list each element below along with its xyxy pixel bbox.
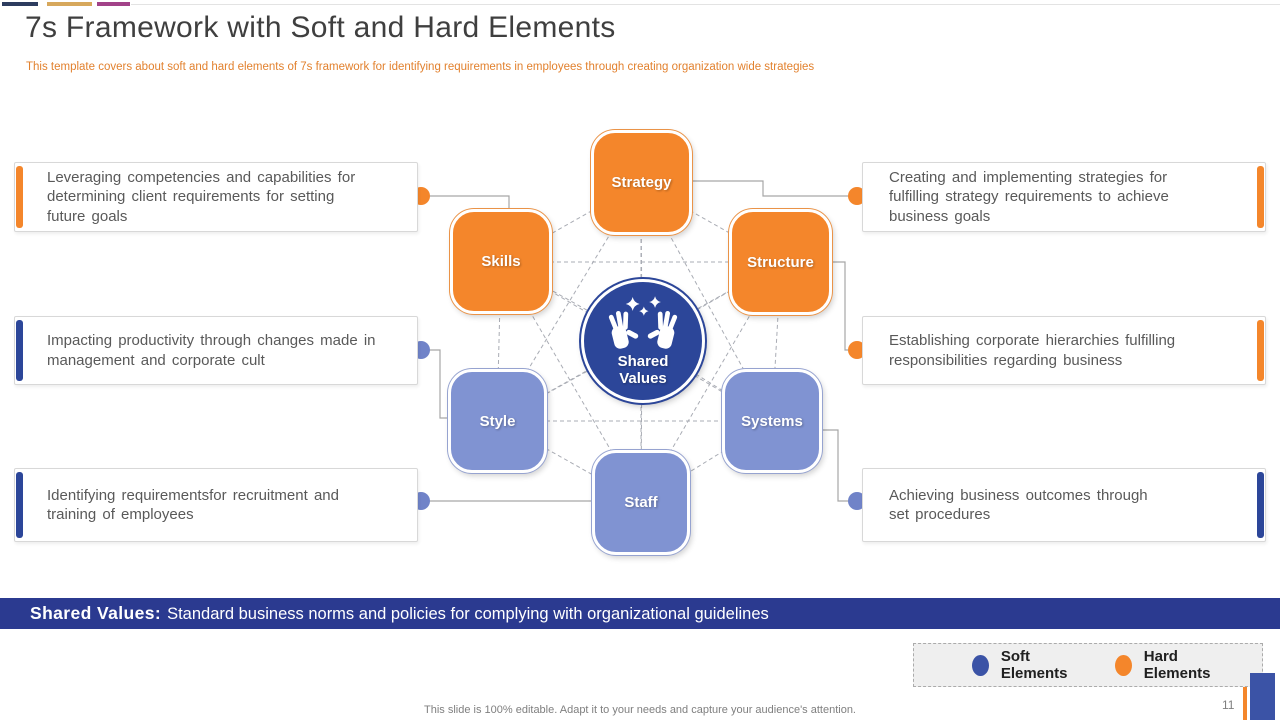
node-label: Skills <box>481 253 521 270</box>
callout-accent-bar <box>1257 472 1264 538</box>
callout-right-3: Achieving business outcomes through set … <box>862 468 1266 542</box>
accent-bar-magenta <box>97 2 130 6</box>
node-label: Systems <box>741 412 803 430</box>
corner-bar-orange <box>1243 687 1247 720</box>
page-number: 11 <box>1222 698 1235 712</box>
node-systems: Systems <box>722 369 822 473</box>
accent-bar-tan <box>47 2 92 6</box>
callout-text: Establishing corporate hierarchies fulfi… <box>889 332 1176 369</box>
legend-item-hard: Hard Elements <box>1114 648 1228 682</box>
slide-subtitle: This template covers about soft and hard… <box>26 61 815 73</box>
node-staff: Staff <box>592 450 690 555</box>
node-label: Staff <box>624 494 658 511</box>
callout-accent-bar <box>1257 166 1264 228</box>
callout-text: Identifying requirementsfor recruitment … <box>47 486 339 524</box>
callout-text: Leveraging competencies and capabilities… <box>47 168 356 225</box>
callout-accent-bar <box>16 320 23 381</box>
banner-label: Shared Values: <box>30 603 162 623</box>
node-label: Style <box>479 412 516 430</box>
legend-label: Hard Elements <box>1143 648 1211 682</box>
node-shared-values: Shared Values <box>581 279 705 403</box>
accent-bar-navy <box>2 2 38 6</box>
center-label-line2: Values <box>619 370 667 387</box>
header-rule <box>131 4 1280 5</box>
callout-left-1: Leveraging competencies and capabilities… <box>14 162 418 232</box>
soft-elements-dot-icon <box>972 654 989 676</box>
callout-text: Achieving business outcomes through set … <box>889 486 1148 524</box>
callout-right-1: Creating and implementing strategies for… <box>862 162 1266 232</box>
legend-item-soft: Soft Elements <box>972 648 1081 682</box>
node-strategy: Strategy <box>591 130 692 235</box>
node-skills: Skills <box>450 209 552 314</box>
callout-accent-bar <box>16 166 23 228</box>
hard-elements-dot-icon <box>1114 654 1132 676</box>
node-label: Structure <box>747 253 814 271</box>
node-structure: Structure <box>729 209 832 315</box>
legend: Soft Elements Hard Elements <box>913 643 1263 687</box>
callout-accent-bar <box>16 472 23 538</box>
node-style: Style <box>448 369 547 473</box>
callout-accent-bar <box>1257 320 1264 381</box>
callout-text: Impacting productivity through changes m… <box>47 332 376 369</box>
callout-left-3: Identifying requirementsfor recruitment … <box>14 468 418 542</box>
callout-right-2: Establishing corporate hierarchies fulfi… <box>862 316 1266 385</box>
callout-text: Creating and implementing strategies for… <box>889 168 1169 225</box>
node-label: Strategy <box>611 174 672 191</box>
hands-sparkles-icon <box>608 295 678 349</box>
slide-title: 7s Framework with Soft and Hard Elements <box>25 11 616 44</box>
editable-note: This slide is 100% editable. Adapt it to… <box>424 704 856 716</box>
shared-values-banner: Shared Values: Standard business norms an… <box>0 598 1280 629</box>
center-label-line1: Shared <box>617 352 669 370</box>
legend-label: Soft Elements <box>1000 648 1068 682</box>
corner-bar-navy <box>1250 673 1275 720</box>
banner-text: Standard business norms and policies for… <box>167 605 769 623</box>
callout-left-2: Impacting productivity through changes m… <box>14 316 418 385</box>
